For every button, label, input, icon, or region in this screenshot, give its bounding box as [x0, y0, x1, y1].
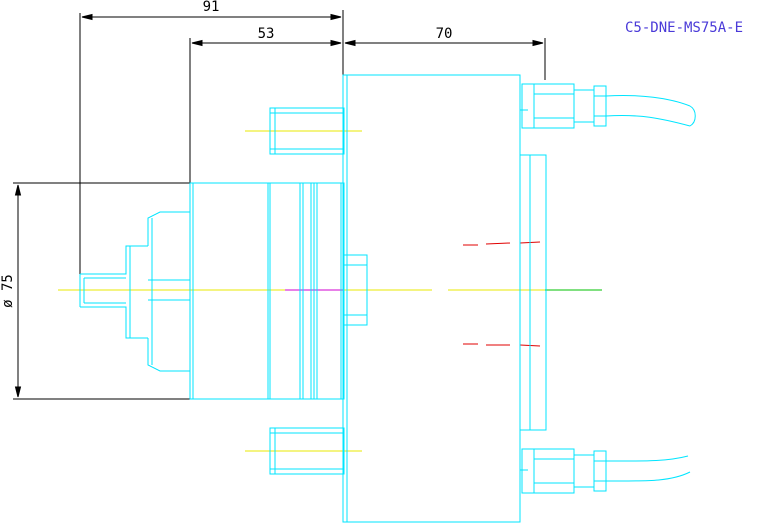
part-outline [79, 74, 696, 523]
dimension-lines [13, 10, 546, 400]
center-lines [58, 130, 602, 452]
dim-overall-length: 91 [203, 0, 220, 15]
part-code-label: C5-DNE-MS75A-E [625, 20, 743, 36]
dim-flange-length: 53 [258, 26, 275, 42]
dim-diameter: ø 75 [0, 274, 16, 308]
hidden-lines [463, 241, 541, 347]
dim-body-length: 70 [436, 26, 453, 42]
